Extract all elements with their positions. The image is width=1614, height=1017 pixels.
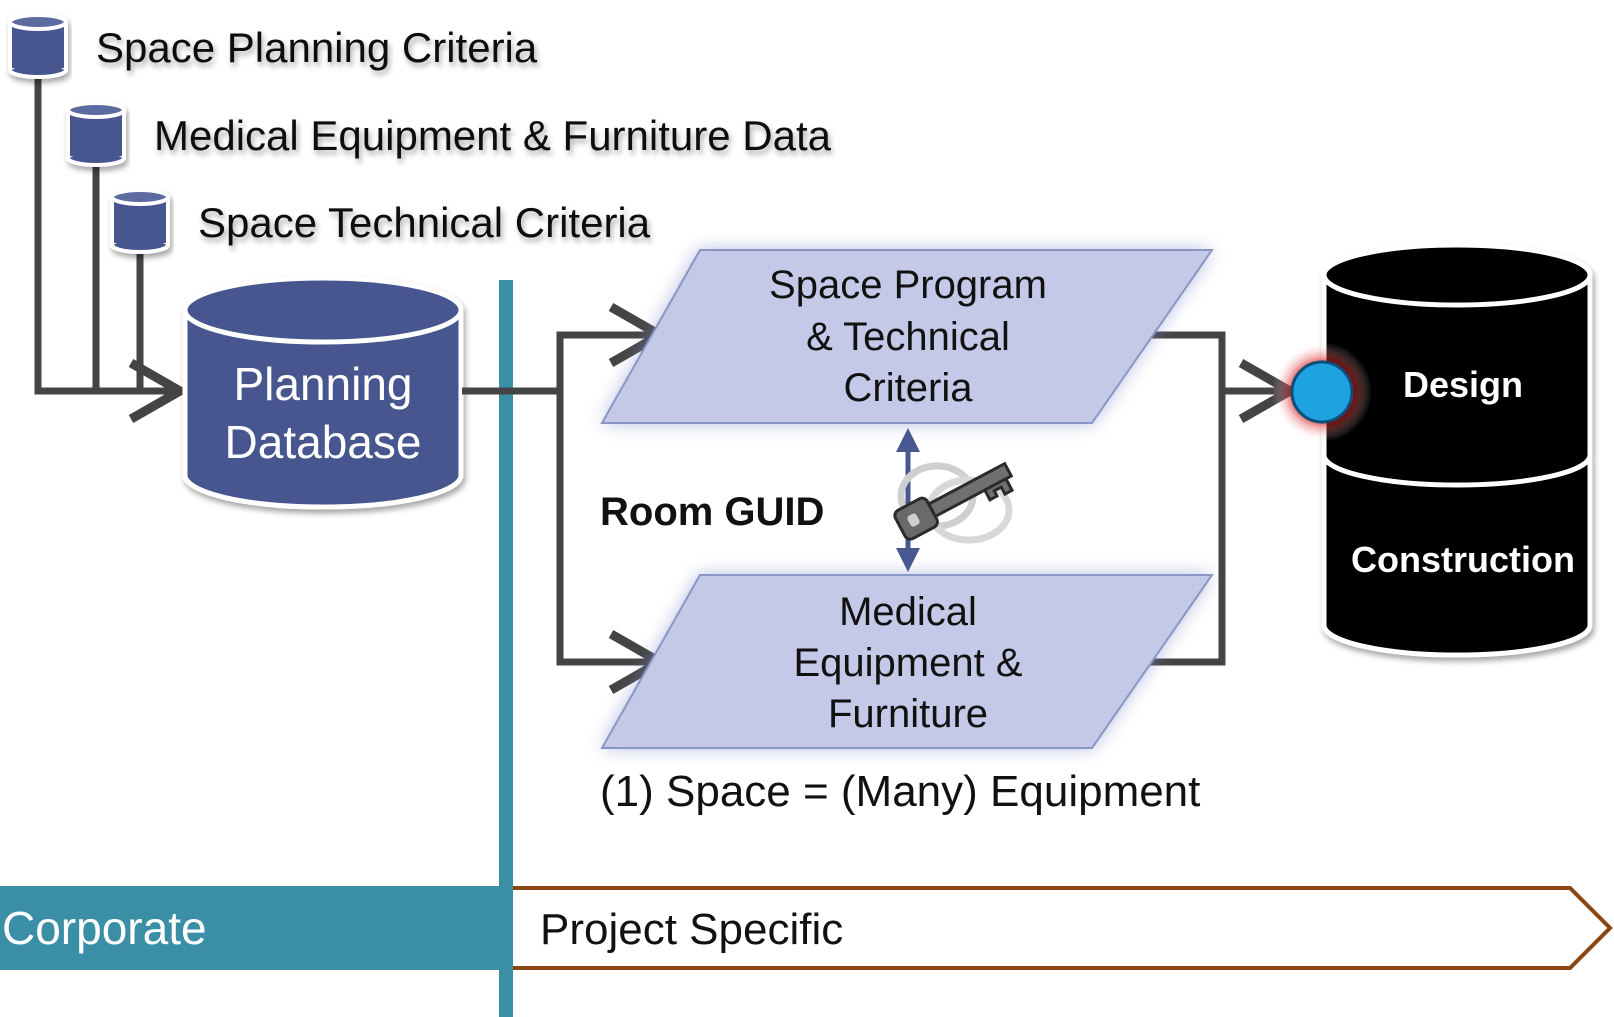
source-db-icon-1 xyxy=(8,13,68,79)
design-construction-database: Design Construction xyxy=(1321,242,1593,658)
equipment-line3: Furniture xyxy=(828,692,988,736)
space-program-line2: & Technical xyxy=(806,315,1010,359)
source-label-technical: Space Technical Criteria xyxy=(198,199,651,246)
connector-dot-icon xyxy=(1272,342,1372,442)
space-program-shape: Space Program & Technical Criteria xyxy=(600,249,1214,424)
key-icon xyxy=(893,461,1015,544)
corporate-band: Corporate xyxy=(0,886,500,970)
equipment-line2: Equipment & xyxy=(793,641,1022,685)
corporate-label: Corporate xyxy=(2,902,207,954)
construction-label: Construction xyxy=(1351,539,1575,580)
space-program-line3: Criteria xyxy=(844,366,974,410)
source-db-icon-3 xyxy=(110,188,170,254)
project-specific-band: Project Specific xyxy=(496,886,1613,970)
relationship-label: (1) Space = (Many) Equipment xyxy=(600,767,1200,816)
design-label: Design xyxy=(1403,364,1523,405)
source-label-medical-equipment: Medical Equipment & Furniture Data xyxy=(154,112,832,159)
flow-connectors xyxy=(462,303,1300,694)
source-label-space-planning: Space Planning Criteria xyxy=(96,24,538,71)
corporate-project-divider xyxy=(499,280,513,1017)
planning-database-line2: Database xyxy=(225,416,422,468)
source-db-icon-2 xyxy=(66,101,126,167)
source-connectors xyxy=(34,60,190,423)
room-guid-label: Room GUID xyxy=(600,490,824,534)
project-specific-label: Project Specific xyxy=(540,905,843,954)
equipment-shape: Medical Equipment & Furniture xyxy=(600,574,1214,749)
space-program-line1: Space Program xyxy=(769,263,1047,307)
equipment-line1: Medical xyxy=(839,590,977,634)
planning-database-line1: Planning xyxy=(233,358,412,410)
planning-database: Planning Database xyxy=(182,275,464,510)
